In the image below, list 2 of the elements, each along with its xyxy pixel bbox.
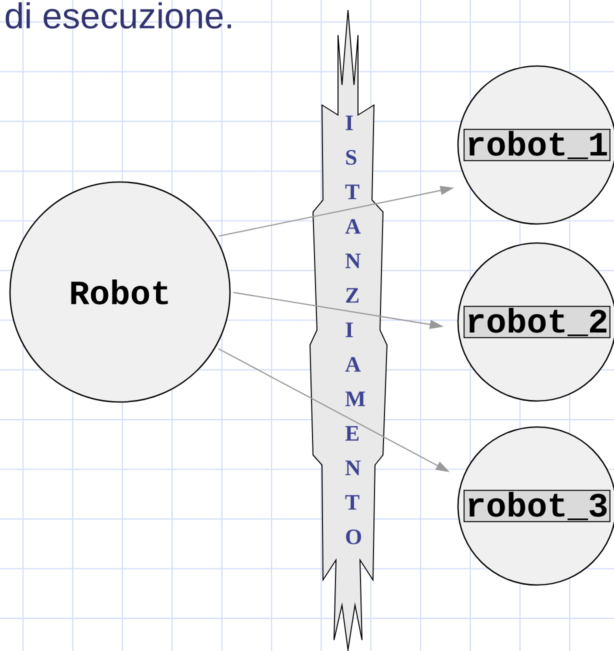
banner: ISTANZIAMENTO bbox=[310, 10, 388, 651]
heading: di esecuzione. bbox=[6, 2, 231, 29]
